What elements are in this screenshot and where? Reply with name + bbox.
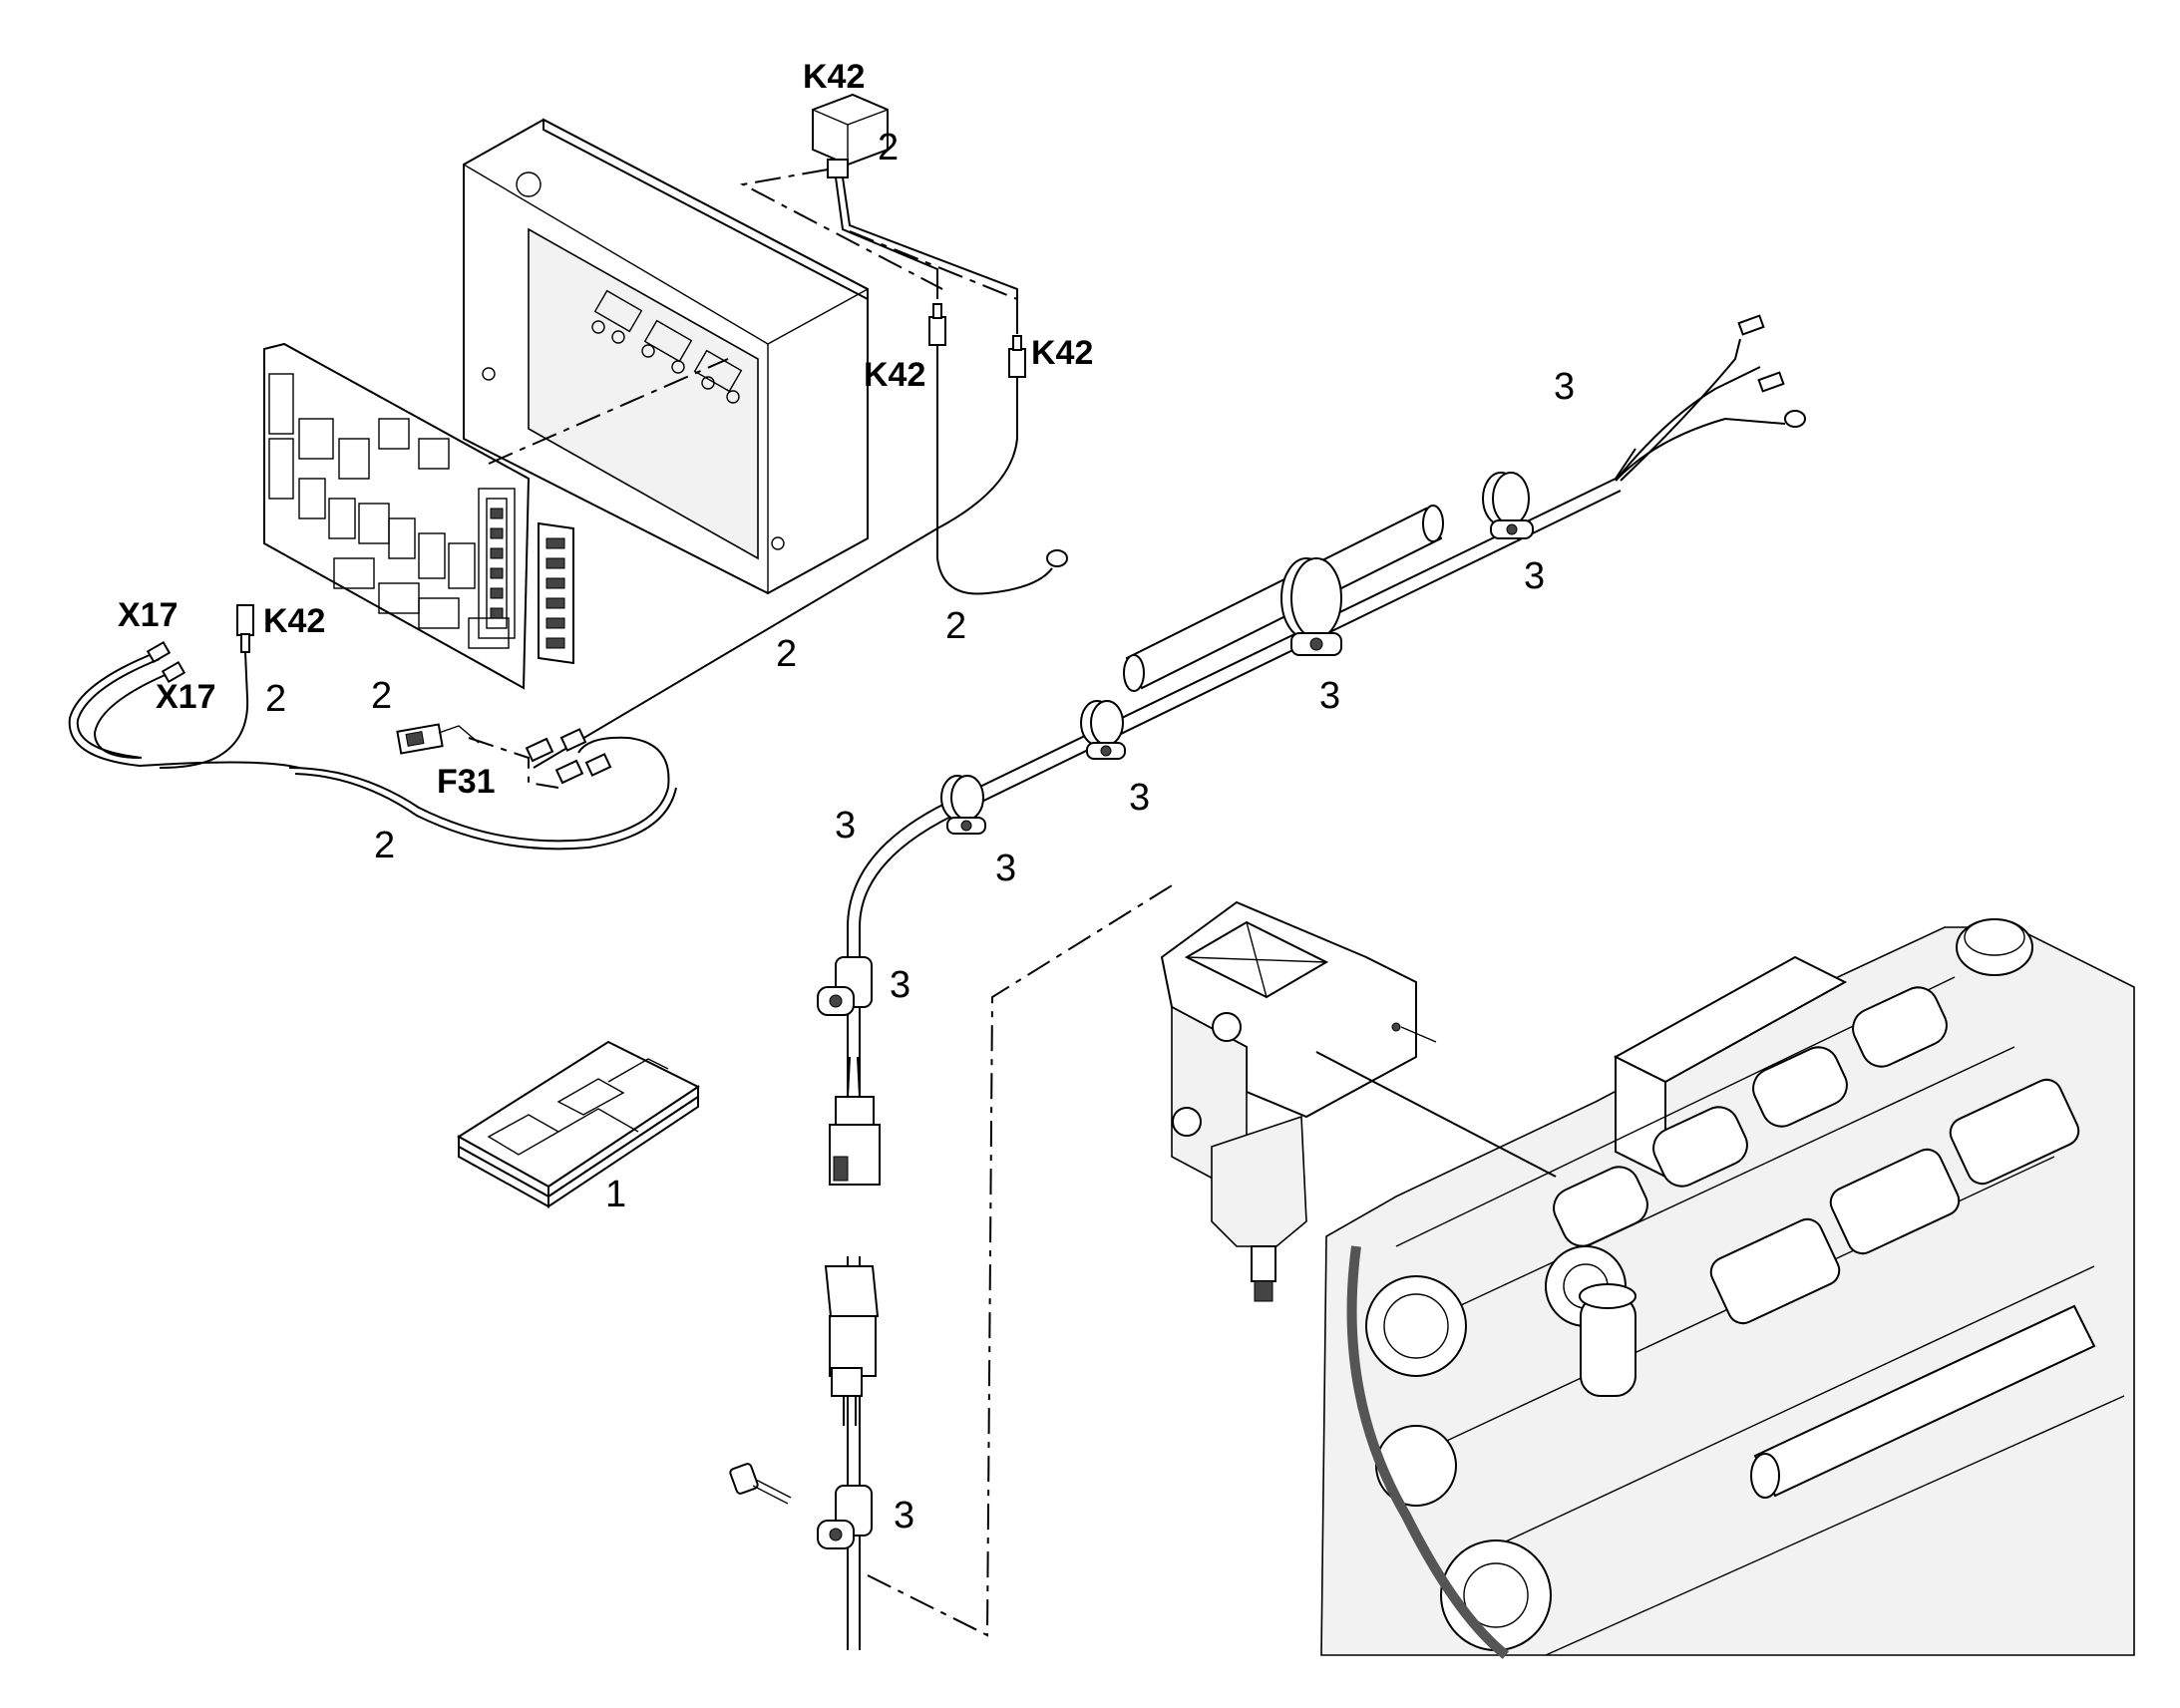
k42-lower-lead (159, 604, 254, 769)
item-2-label-fuse: 2 (371, 675, 392, 717)
item-2-label-main: 2 (776, 633, 797, 675)
k42-relay-label: K42 (803, 58, 865, 96)
circuit-board (263, 342, 531, 690)
item-3-label-upper-clamp: 3 (1524, 555, 1545, 597)
item-3-label-large-clamp: 3 (1319, 675, 1340, 717)
main-lower-cable-shadow (294, 773, 677, 851)
item-2-label-bottom: 2 (374, 825, 395, 866)
engine-alignment-line (867, 881, 1178, 1637)
control-box-housing (463, 118, 869, 595)
inline-connector-a (525, 728, 587, 763)
item-3-label-lower-clamp: 3 (995, 848, 1016, 889)
fuel-filter-bracket (1160, 900, 1557, 1302)
clamp-upper (1482, 472, 1534, 539)
inline-connector-b (554, 753, 612, 785)
item-3-label-bottom-clamp: 3 (894, 1495, 914, 1537)
f31-label: F31 (437, 763, 496, 801)
item-2-label-lead: 2 (945, 605, 966, 647)
k42-upper-right-label: K42 (1031, 334, 1093, 372)
clamp-screw (729, 1463, 792, 1505)
k42-lower-label: K42 (263, 602, 325, 640)
k42-lead-left (928, 303, 1068, 595)
k42-lead-right (533, 335, 1026, 769)
k42-upper-left-label: K42 (864, 356, 925, 394)
item-3-label-bend: 3 (835, 805, 856, 847)
item-3-label-mid-clamp: 3 (1129, 777, 1150, 819)
main-lower-cable (288, 736, 670, 843)
clamp-lower (940, 775, 986, 835)
item-3-label-branch: 3 (1554, 366, 1575, 408)
x17-label-b: X17 (156, 678, 216, 716)
connector-plug-female (824, 1265, 880, 1426)
fuse-alignment-line (468, 737, 559, 789)
connector-plug-male (829, 1056, 881, 1186)
assembly-alignment-line (488, 358, 729, 465)
x17-cable-b (93, 660, 186, 759)
clamp-vertical (817, 956, 873, 1016)
f31-fuse (396, 723, 480, 755)
x17-label-a: X17 (118, 596, 179, 634)
clamp-large (1280, 557, 1342, 656)
relay-alignment-line (739, 169, 943, 290)
item-2-label-lower: 2 (265, 678, 286, 720)
engine-assembly (1320, 918, 2135, 1659)
item-2-label-relay: 2 (878, 127, 899, 169)
relay-alignment-line-2 (849, 230, 1018, 300)
clamp-mid (1080, 700, 1126, 760)
item-3-label-vertical-clamp: 3 (890, 964, 910, 1006)
operating-manual-booklet (457, 1040, 700, 1208)
k42-relay (812, 93, 1018, 334)
item-1-label: 1 (605, 1174, 626, 1215)
terminal-block (538, 521, 574, 665)
clamp-bottom (817, 1485, 873, 1549)
